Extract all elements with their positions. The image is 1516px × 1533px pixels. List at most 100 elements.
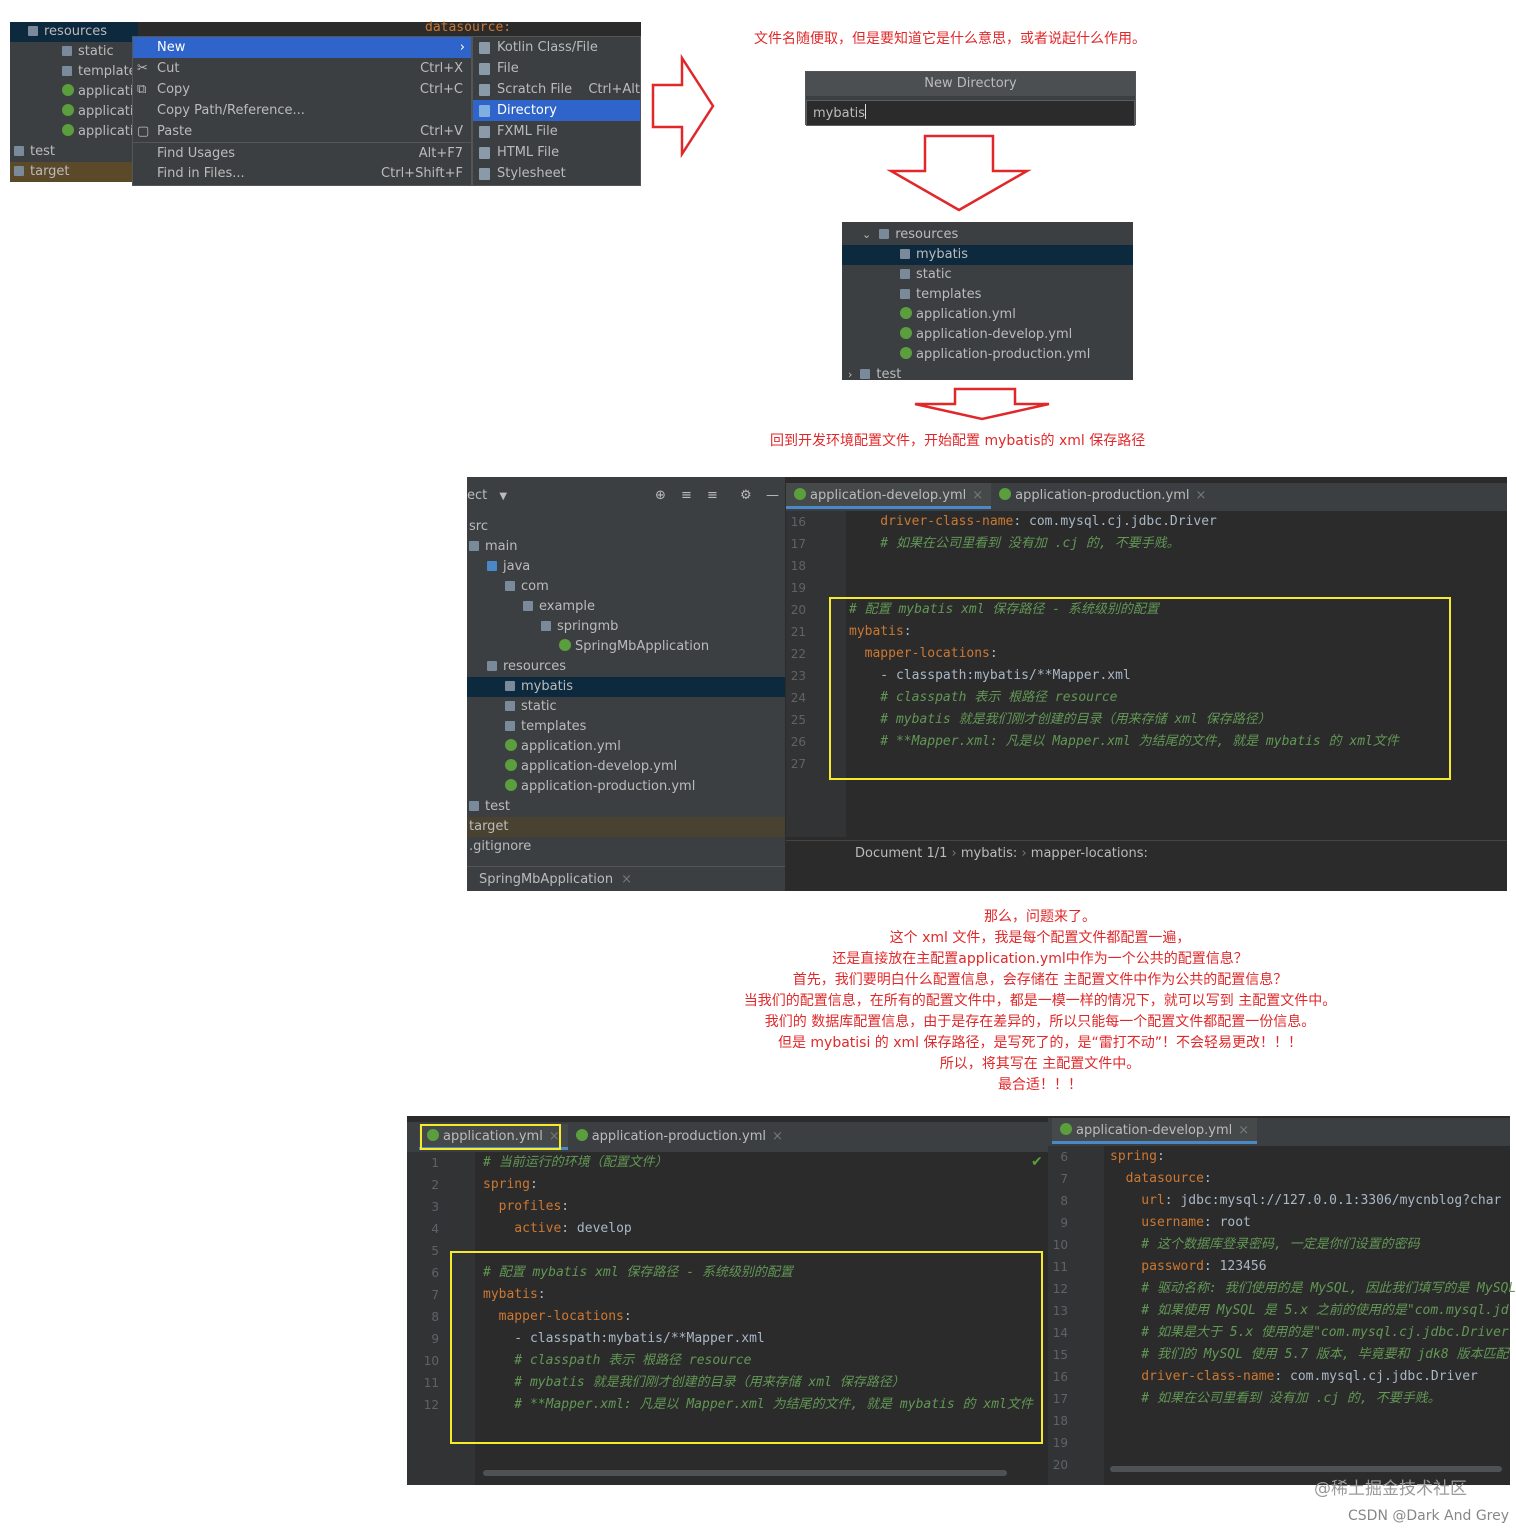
code-line: mapper-locations: — [849, 643, 1499, 665]
note-line: 这个 xml 文件，我是每个配置文件都配置一遍， — [889, 930, 1191, 946]
tab-application-production-yml[interactable]: application-production.yml× — [568, 1124, 791, 1150]
tree-item[interactable]: static — [842, 265, 1133, 285]
tree-item[interactable]: templates — [842, 285, 1133, 305]
tree-item[interactable]: resources — [10, 22, 138, 42]
chevron-down-icon[interactable]: ▼ — [499, 491, 508, 502]
tree-item[interactable]: com — [467, 577, 785, 597]
editor-code[interactable]: driver-class-name: com.mysql.cj.jdbc.Dri… — [849, 511, 1499, 837]
tree-item-label: applicati — [78, 104, 134, 119]
folder-icon — [900, 289, 910, 299]
notes-paragraph: 那么，问题来了。这个 xml 文件，我是每个配置文件都配置一遍，还是直接放在主配… — [600, 907, 1480, 1096]
code-line: datasource: — [1110, 1168, 1510, 1190]
dialog-title: New Directory — [806, 72, 1135, 96]
tree-item[interactable]: templates — [467, 717, 785, 737]
code-token: # 配置 mybatis xml 保存路径 - 系统级别的配置 — [849, 602, 1159, 617]
note-line: 所以，将其写在 主配置文件中。 — [939, 1056, 1141, 1072]
tree-item[interactable]: target — [467, 817, 785, 837]
menu-item-new[interactable]: New› — [133, 37, 471, 58]
line-number: 15 — [1052, 1348, 1068, 1362]
tree-item[interactable]: static — [10, 42, 138, 62]
target-icon[interactable]: ⊕ — [655, 488, 666, 503]
folder-icon — [487, 561, 497, 571]
tree-item[interactable]: application-develop.yml — [467, 757, 785, 777]
file-type-icon — [479, 42, 490, 54]
menu-item-find-in-files-[interactable]: Find in Files...Ctrl+Shift+F — [133, 163, 471, 184]
tree-item[interactable]: static — [467, 697, 785, 717]
code-line: password: 123456 — [1110, 1256, 1510, 1278]
tree-item[interactable]: springmb — [467, 617, 785, 637]
directory-name-input[interactable]: mybatis — [806, 100, 1135, 126]
tree-item-label: com — [521, 579, 549, 594]
submenu-item[interactable]: Stylesheet — [473, 163, 640, 184]
expand-all-icon[interactable]: ≡ — [681, 488, 692, 503]
tree-item[interactable]: resources — [467, 657, 785, 677]
chevron-right-icon[interactable]: › — [848, 368, 853, 381]
yml-icon — [999, 488, 1012, 500]
gear-icon[interactable]: ⚙ — [740, 488, 752, 503]
menu-item-label: Find Usages — [157, 146, 236, 161]
close-icon[interactable]: × — [621, 872, 632, 887]
breadcrumb-item[interactable]: Document 1/1 — [855, 846, 948, 861]
tree-item[interactable]: .gitignore — [467, 837, 785, 857]
tree-item[interactable]: main — [467, 537, 785, 557]
submenu-item[interactable]: FXML File — [473, 121, 640, 142]
breadcrumb-item[interactable]: mapper-locations: — [1030, 846, 1148, 861]
horizontal-scrollbar[interactable] — [483, 1470, 1007, 1476]
close-icon[interactable]: × — [1238, 1123, 1250, 1138]
tree-item[interactable]: java — [467, 557, 785, 577]
tree-item[interactable]: target — [10, 162, 138, 182]
minimize-icon[interactable]: — — [766, 488, 779, 503]
tree-item[interactable]: template — [10, 62, 138, 82]
tree-item[interactable]: applicati — [10, 122, 138, 142]
code-line: # classpath 表示 根路径 resource — [849, 687, 1499, 709]
submenu-item[interactable]: Kotlin Class/File — [473, 37, 640, 58]
tree-item[interactable]: applicati — [10, 102, 138, 122]
breadcrumb-item[interactable]: mybatis: — [960, 846, 1018, 861]
close-icon[interactable]: × — [1195, 488, 1207, 503]
run-tab[interactable]: SpringMbApplication× — [467, 866, 785, 891]
tree-item[interactable]: test — [10, 142, 138, 162]
tree-item[interactable]: application.yml — [842, 305, 1133, 325]
submenu-item[interactable]: File — [473, 58, 640, 79]
tree-item[interactable]: mybatis — [467, 677, 785, 697]
tree-item[interactable]: application-develop.yml — [842, 325, 1133, 345]
editor-code[interactable]: spring: datasource: url: jdbc:mysql://12… — [1110, 1146, 1516, 1476]
code-token: # 当前运行的环境（配置文件） — [483, 1155, 668, 1170]
editor-code[interactable]: # 当前运行的环境（配置文件）spring: profiles: active:… — [483, 1152, 1043, 1462]
collapse-all-icon[interactable]: ≡ — [707, 488, 718, 503]
code-line: mapper-locations: — [483, 1306, 1043, 1328]
tree-item[interactable]: applicati — [10, 82, 138, 102]
tree-item[interactable]: application-production.yml — [467, 777, 785, 797]
tree-item[interactable]: mybatis — [842, 245, 1133, 265]
chevron-down-icon[interactable]: ⌄ — [862, 228, 872, 241]
submenu-item[interactable]: HTML File — [473, 142, 640, 163]
tree-item[interactable]: ›test — [842, 365, 1133, 385]
yml-icon — [900, 307, 912, 319]
horizontal-scrollbar[interactable] — [1110, 1466, 1502, 1472]
folder-icon — [14, 146, 24, 156]
arrow-down-icon — [886, 134, 1032, 212]
menu-item-copy-path-reference-[interactable]: Copy Path/Reference... — [133, 100, 471, 121]
arrow-right-icon — [651, 53, 715, 159]
code-token: # **Mapper.xml: 凡是以 Mapper.xml 为结尾的文件, 就… — [849, 734, 1399, 749]
close-icon[interactable]: × — [772, 1129, 783, 1144]
tree-item[interactable]: application-production.yml — [842, 345, 1133, 365]
tree-item[interactable]: src — [467, 517, 785, 537]
close-icon[interactable]: × — [548, 1129, 560, 1144]
tree-item[interactable]: SpringMbApplication — [467, 637, 785, 657]
submenu-item[interactable]: Directory — [473, 100, 640, 121]
tree-item[interactable]: application.yml — [467, 737, 785, 757]
tree-item[interactable]: example — [467, 597, 785, 617]
tree-item[interactable]: ⌄resources — [842, 225, 1133, 245]
tab-application-production-yml[interactable]: application-production.yml× — [991, 483, 1214, 509]
tab-application-develop-yml[interactable]: application-develop.yml× — [786, 483, 992, 509]
tree-item[interactable]: test — [467, 797, 785, 817]
tab-application-develop[interactable]: application-develop.yml× — [1052, 1118, 1258, 1144]
tree-item-label: resources — [503, 659, 567, 674]
close-icon[interactable]: × — [972, 488, 984, 503]
